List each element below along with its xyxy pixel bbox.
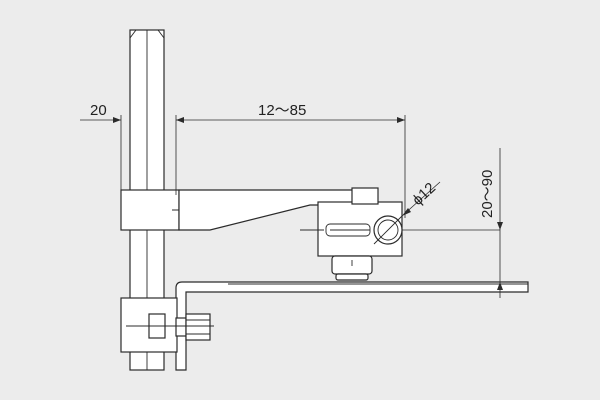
dimension-hole-diameter: ϕ12: [401, 179, 441, 217]
clamp-head: [300, 187, 403, 257]
lower-bolt: [126, 313, 214, 341]
dimension-label-post-offset: 20: [90, 102, 107, 119]
top-clamp-block: [120, 189, 180, 231]
dimension-label-arm-reach: 12～85: [258, 102, 306, 119]
dimension-post-offset: 20: [80, 102, 122, 190]
dimension-label-hole-diameter: ϕ12: [409, 179, 439, 209]
clamp-pad: [331, 255, 373, 281]
dimension-label-height-range: 20～90: [479, 170, 496, 218]
dimension-height-range: 20～90: [402, 148, 510, 298]
dimension-arm-reach: 12～85: [175, 102, 406, 218]
workpiece-plate: [175, 281, 529, 371]
